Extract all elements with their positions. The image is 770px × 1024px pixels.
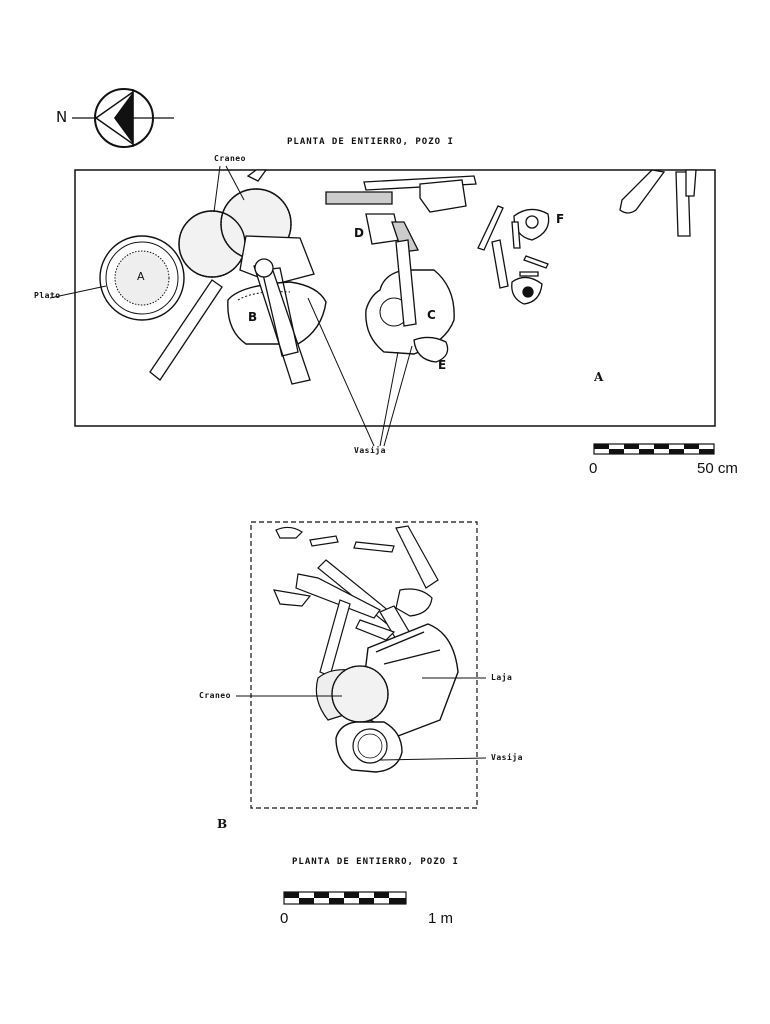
label-a: A [137,270,145,283]
label-e: E [438,358,447,372]
label-b: B [248,310,258,324]
label-vasija-a: Vasija [354,446,386,455]
figure-a-title: PLANTA DE ENTIERRO, POZO I [287,137,454,147]
bones-b [273,525,439,677]
plato-vessel [99,235,185,321]
fragment-d [365,213,419,253]
bones-center [253,258,311,385]
panel-label-a: A [594,370,604,384]
scale-bar-b [283,891,407,905]
fragment-f [477,205,550,305]
label-craneo-b: Craneo [199,691,231,700]
label-vasija-b: Vasija [491,753,523,762]
leader-lines-b [236,677,487,761]
label-c: C [427,308,436,322]
bones-right [619,169,697,237]
north-label: N [56,108,68,126]
label-d: D [354,226,364,240]
fragment-e [413,336,449,363]
figure-b-title: PLANTA DE ENTIERRO, POZO I [292,857,459,867]
label-plato: Plato [34,291,61,300]
panel-label-b: B [217,817,228,831]
vasija-b-fig [335,721,403,773]
label-f: F [556,212,565,226]
scale-a-start: 0 [589,460,598,477]
bones-top [325,175,477,213]
leader-lines-a [49,165,413,447]
scale-b-start: 0 [280,910,289,927]
label-craneo-a: Craneo [214,154,246,163]
skull-b [315,665,389,723]
scale-a-end: 50 cm [697,460,738,477]
scale-bar-a [593,443,715,455]
scale-b-end: 1 m [428,910,454,927]
label-laja: Laja [491,673,513,682]
